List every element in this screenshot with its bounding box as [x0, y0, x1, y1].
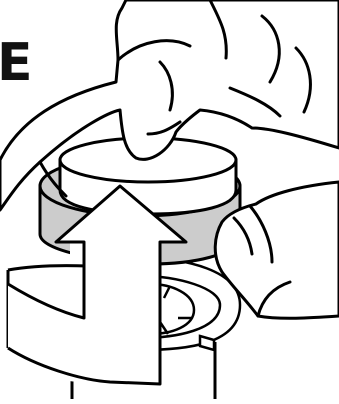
corner-text: E: [0, 37, 33, 89]
